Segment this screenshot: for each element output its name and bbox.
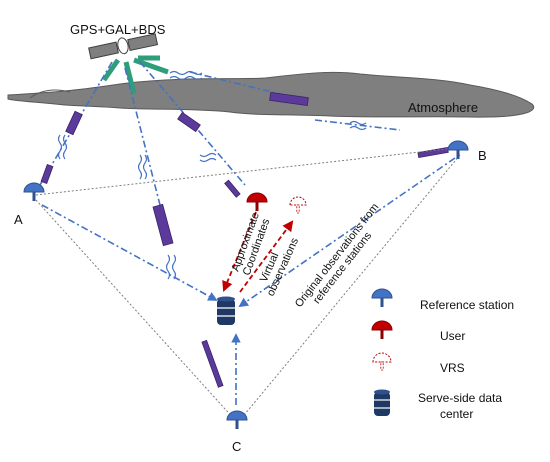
- reference-station-a-icon: [23, 182, 45, 201]
- original-line1: Original observations from: [293, 201, 382, 310]
- station-c-label: C: [232, 439, 241, 454]
- reference-station-c-icon: [226, 410, 248, 429]
- satellite-label: GPS+GAL+BDS: [70, 22, 166, 37]
- legend-vrs-label: VRS: [440, 361, 465, 375]
- legend-data-center-line2: center: [440, 407, 473, 421]
- signal-squiggles: [57, 70, 367, 280]
- legend-data-center-icon: [374, 389, 390, 416]
- reference-station-b-icon: [447, 140, 469, 159]
- red-arrows: [222, 211, 294, 293]
- station-b-label: B: [478, 148, 487, 163]
- atmosphere-label: Atmosphere: [408, 100, 478, 115]
- legend-data-center-line1: Serve-side data: [418, 391, 502, 405]
- signal-path-b: [314, 119, 401, 131]
- vrs-icon: [289, 196, 307, 214]
- original-observations-annotation: Original observations from reference sta…: [293, 201, 382, 310]
- legend-vrs-icon: [372, 352, 392, 371]
- signal-path-center: [124, 67, 161, 206]
- data-center-icon: [217, 296, 235, 325]
- legend-user-label: User: [440, 329, 465, 343]
- satellite-icon: [88, 33, 159, 60]
- station-links: [41, 157, 456, 405]
- legend-reference-station-label: Reference station: [420, 298, 514, 312]
- signal-blocks: [40, 91, 449, 388]
- legend: Reference station User VRS Serve-side da…: [371, 288, 514, 421]
- user-receiver-icon: [246, 192, 268, 211]
- legend-reference-station-icon: [371, 288, 393, 307]
- station-network: [35, 147, 461, 421]
- satellite-beams: [101, 55, 169, 95]
- station-a-label: A: [14, 212, 23, 227]
- signal-path-right: [189, 71, 306, 101]
- legend-user-icon: [371, 320, 393, 339]
